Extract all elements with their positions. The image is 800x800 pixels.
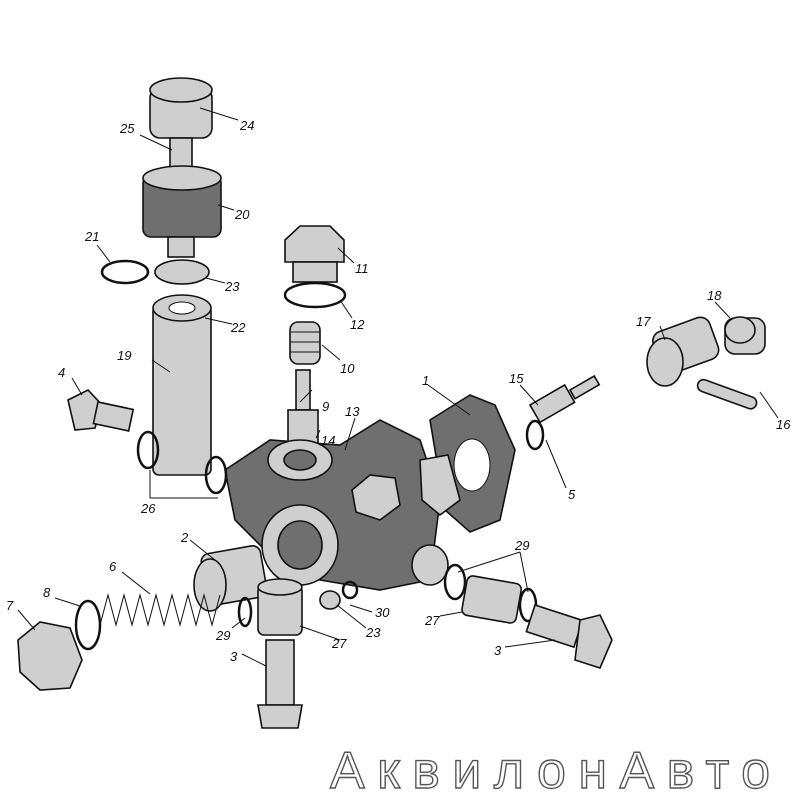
part-pump-body [224, 419, 449, 591]
part-11-plug [284, 225, 345, 283]
part-labels: 24 25 20 21 23 11 12 22 10 19 4 1 15 9 1… [6, 118, 791, 664]
part-29-ring-a [443, 563, 467, 601]
label-8: 8 [43, 585, 51, 600]
label-3-right: 3 [494, 643, 502, 658]
label-30: 30 [375, 605, 390, 620]
label-7: 7 [6, 598, 14, 613]
label-24: 24 [239, 118, 254, 133]
part-23-washer [154, 259, 210, 285]
part-8-washer [74, 599, 102, 651]
label-21: 21 [84, 229, 99, 244]
part-10-spring [289, 321, 321, 365]
label-12: 12 [350, 317, 365, 332]
label-9: 9 [322, 399, 329, 414]
label-4: 4 [58, 365, 65, 380]
label-25: 25 [119, 121, 135, 136]
label-20: 20 [234, 207, 250, 222]
part-6-spring [99, 593, 221, 627]
part-27-fitting-left [257, 578, 303, 636]
label-10: 10 [340, 361, 355, 376]
label-1: 1 [422, 373, 429, 388]
label-6: 6 [109, 559, 117, 574]
label-29-right: 29 [514, 538, 529, 553]
part-15-valve [528, 374, 601, 424]
label-13: 13 [345, 404, 360, 419]
part-12-gasket [283, 281, 347, 309]
part-23-nut [319, 590, 341, 610]
part-4-bolt [67, 389, 135, 432]
label-27-left: 27 [331, 636, 347, 651]
part-29-ring-left [237, 596, 253, 628]
label-22: 22 [230, 320, 246, 335]
part-3-bolt-right [525, 603, 613, 669]
part-19-cylinder [152, 294, 212, 476]
part-24-cap [149, 77, 213, 139]
part-27-fitting-right [461, 575, 523, 624]
part-2-sleeve [193, 545, 268, 612]
part-5-ring [525, 419, 545, 451]
label-16: 16 [776, 417, 791, 432]
label-17: 17 [636, 314, 651, 329]
part-30-ring [341, 580, 359, 600]
part-7-plug [17, 621, 83, 691]
label-3-left: 3 [230, 649, 238, 664]
label-27-right: 27 [424, 613, 440, 628]
label-26: 26 [140, 501, 156, 516]
label-11: 11 [355, 261, 369, 276]
label-29-left: 29 [215, 628, 230, 643]
part-26-ring-left [136, 430, 160, 470]
label-2: 2 [180, 530, 189, 545]
label-23-bottom: 23 [365, 625, 381, 640]
label-18: 18 [707, 288, 722, 303]
part-26-ring-right [204, 455, 228, 495]
part-16-pin [696, 378, 758, 410]
part-17-sleeve [646, 316, 720, 387]
part-13-flange [419, 454, 461, 517]
part-21-ring [100, 259, 150, 285]
part-3-bolt-left [257, 639, 303, 729]
part-20-hand-pump-body [142, 165, 222, 258]
label-15: 15 [509, 371, 524, 386]
label-14: 14 [321, 433, 335, 448]
part-9-valve [287, 369, 319, 446]
label-23-top: 23 [224, 279, 240, 294]
label-5: 5 [568, 487, 576, 502]
leader-lines [17, 107, 779, 667]
part-18-bushing [724, 316, 766, 355]
watermark: АквилонАвто [330, 742, 770, 800]
label-19: 19 [117, 348, 131, 363]
